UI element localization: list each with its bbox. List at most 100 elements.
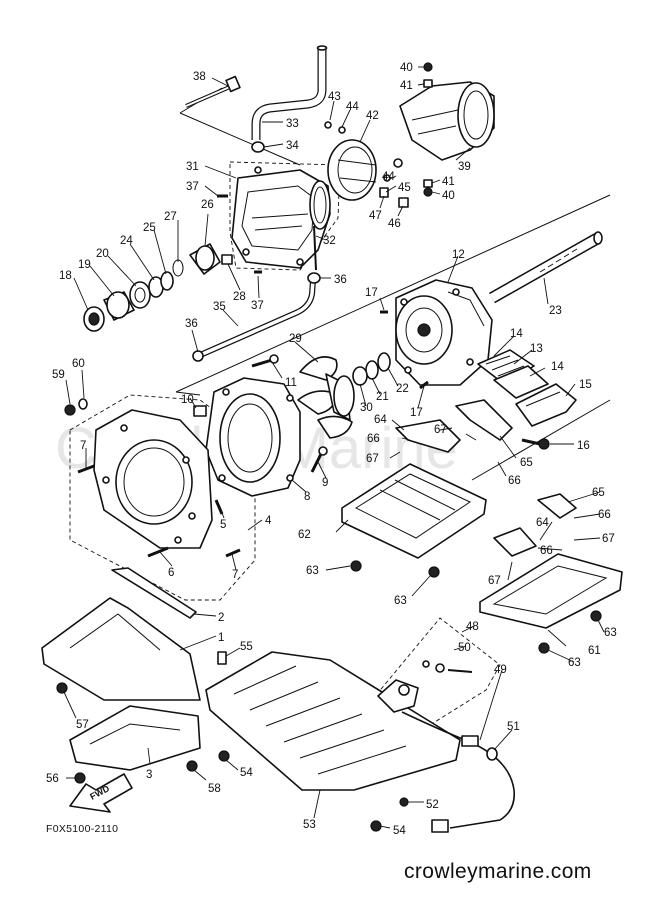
- bolt-28: [221, 254, 233, 265]
- stud-7-lower: [225, 548, 241, 558]
- callout-67-upper-a: 67: [366, 453, 379, 465]
- callout-66-upper-b: 66: [508, 475, 521, 487]
- bolt-55: [217, 651, 227, 665]
- bolt-63-c: [590, 610, 602, 622]
- callout-22: 22: [396, 383, 409, 395]
- callout-17-upper: 17: [365, 287, 378, 299]
- bracket-1: [41, 597, 201, 701]
- bracket-65-upper: [455, 399, 513, 441]
- callout-44-lower: 44: [382, 171, 395, 183]
- bushing-10: [193, 405, 207, 417]
- guide-line-shaft-upper: [175, 194, 611, 393]
- callout-55: 55: [240, 641, 253, 653]
- seal-22: [377, 352, 391, 372]
- callout-41-lower: 41: [442, 176, 455, 188]
- callout-26: 26: [201, 199, 214, 211]
- ride-plate-62: [341, 463, 487, 559]
- callout-61: 61: [588, 645, 601, 657]
- callout-59: 59: [52, 369, 65, 381]
- stud-7-upper: [77, 464, 95, 474]
- callout-13: 13: [530, 343, 543, 355]
- cap-26: [189, 243, 221, 275]
- callout-39: 39: [458, 161, 471, 173]
- callout-33: 33: [286, 118, 299, 130]
- strip-2: [111, 567, 197, 619]
- callout-56: 56: [46, 773, 59, 785]
- callout-42: 42: [366, 110, 379, 122]
- callout-54-lower: 54: [393, 825, 406, 837]
- callout-36-lower: 36: [185, 318, 198, 330]
- callout-36-upper: 36: [334, 274, 347, 286]
- bolt-56: [74, 772, 86, 784]
- hose-35: [192, 272, 321, 362]
- callout-19: 19: [78, 259, 91, 271]
- callout-14-upper: 14: [510, 328, 523, 340]
- ring-25: [160, 271, 174, 291]
- nut-51: [486, 747, 498, 761]
- callout-25: 25: [143, 222, 156, 234]
- intake-grate-53: [205, 651, 461, 791]
- callout-12: 12: [452, 249, 465, 261]
- callout-5: 5: [220, 519, 226, 531]
- callout-7-lower: 7: [232, 569, 238, 581]
- bolt-16: [521, 438, 550, 450]
- drive-shaft-23: [489, 231, 603, 304]
- callout-28: 28: [233, 291, 246, 303]
- site-url: crowleymarine.com: [404, 860, 592, 883]
- nozzle-31: [231, 166, 331, 271]
- callout-30: 30: [360, 402, 373, 414]
- seal-21: [365, 360, 379, 380]
- fwd-arrow-icon: FWD: [69, 773, 133, 813]
- callout-17-lower: 17: [410, 407, 423, 419]
- leader-lines: [63, 66, 605, 829]
- bolt-63-a: [350, 560, 362, 572]
- callout-20: 20: [96, 248, 109, 260]
- callout-31: 31: [186, 161, 199, 173]
- callout-45: 45: [398, 182, 411, 194]
- bracket-64-lower: [493, 527, 537, 557]
- callout-23: 23: [549, 305, 562, 317]
- hose-33: [251, 45, 328, 140]
- guide-line-38b: [179, 112, 301, 166]
- callout-62: 62: [298, 529, 311, 541]
- bolt-52: [399, 797, 409, 807]
- stud-6: [147, 546, 169, 558]
- diagram-code: F0X5100-2110: [46, 823, 119, 835]
- callout-50: 50: [458, 642, 471, 654]
- washer-60: [78, 398, 88, 410]
- bolt-17-lower: [419, 380, 429, 390]
- callout-4: 4: [265, 515, 272, 527]
- cable-49: [401, 711, 516, 833]
- callout-37-lower: 37: [251, 300, 264, 312]
- callout-labels: 38 33 34 31 37 43 44 42 40 41 39 41 40 4…: [46, 62, 617, 837]
- callout-65-upper: 65: [520, 457, 533, 469]
- callout-29: 29: [289, 333, 302, 345]
- callout-14-lower: 14: [551, 361, 564, 373]
- cover-15: [515, 383, 577, 427]
- callout-27: 27: [164, 211, 177, 223]
- intake-housing-4: [93, 409, 213, 549]
- callout-65-lower: 65: [592, 487, 605, 499]
- callout-16: 16: [577, 440, 590, 452]
- callout-58: 58: [208, 783, 221, 795]
- bolt-54-upper: [218, 750, 230, 762]
- clamp-34: [251, 141, 265, 153]
- callout-21: 21: [376, 391, 389, 403]
- bolt-58: [186, 760, 198, 772]
- callout-63-a: 63: [306, 565, 319, 577]
- callout-57: 57: [76, 719, 89, 731]
- callout-67-upper-b: 67: [434, 424, 447, 436]
- grill-13: [477, 349, 535, 385]
- callout-40-lower: 40: [442, 190, 455, 202]
- callout-6: 6: [168, 567, 174, 579]
- callout-63-b: 63: [394, 595, 407, 607]
- callout-64-upper: 64: [374, 414, 387, 426]
- guide-line-shaft-left: [175, 391, 201, 396]
- nut-59: [64, 404, 76, 416]
- callout-38: 38: [193, 71, 206, 83]
- callout-34: 34: [286, 140, 299, 152]
- bolt-57: [56, 682, 68, 694]
- callout-3: 3: [146, 769, 152, 781]
- impeller-29: [297, 356, 355, 439]
- callout-1: 1: [218, 632, 224, 644]
